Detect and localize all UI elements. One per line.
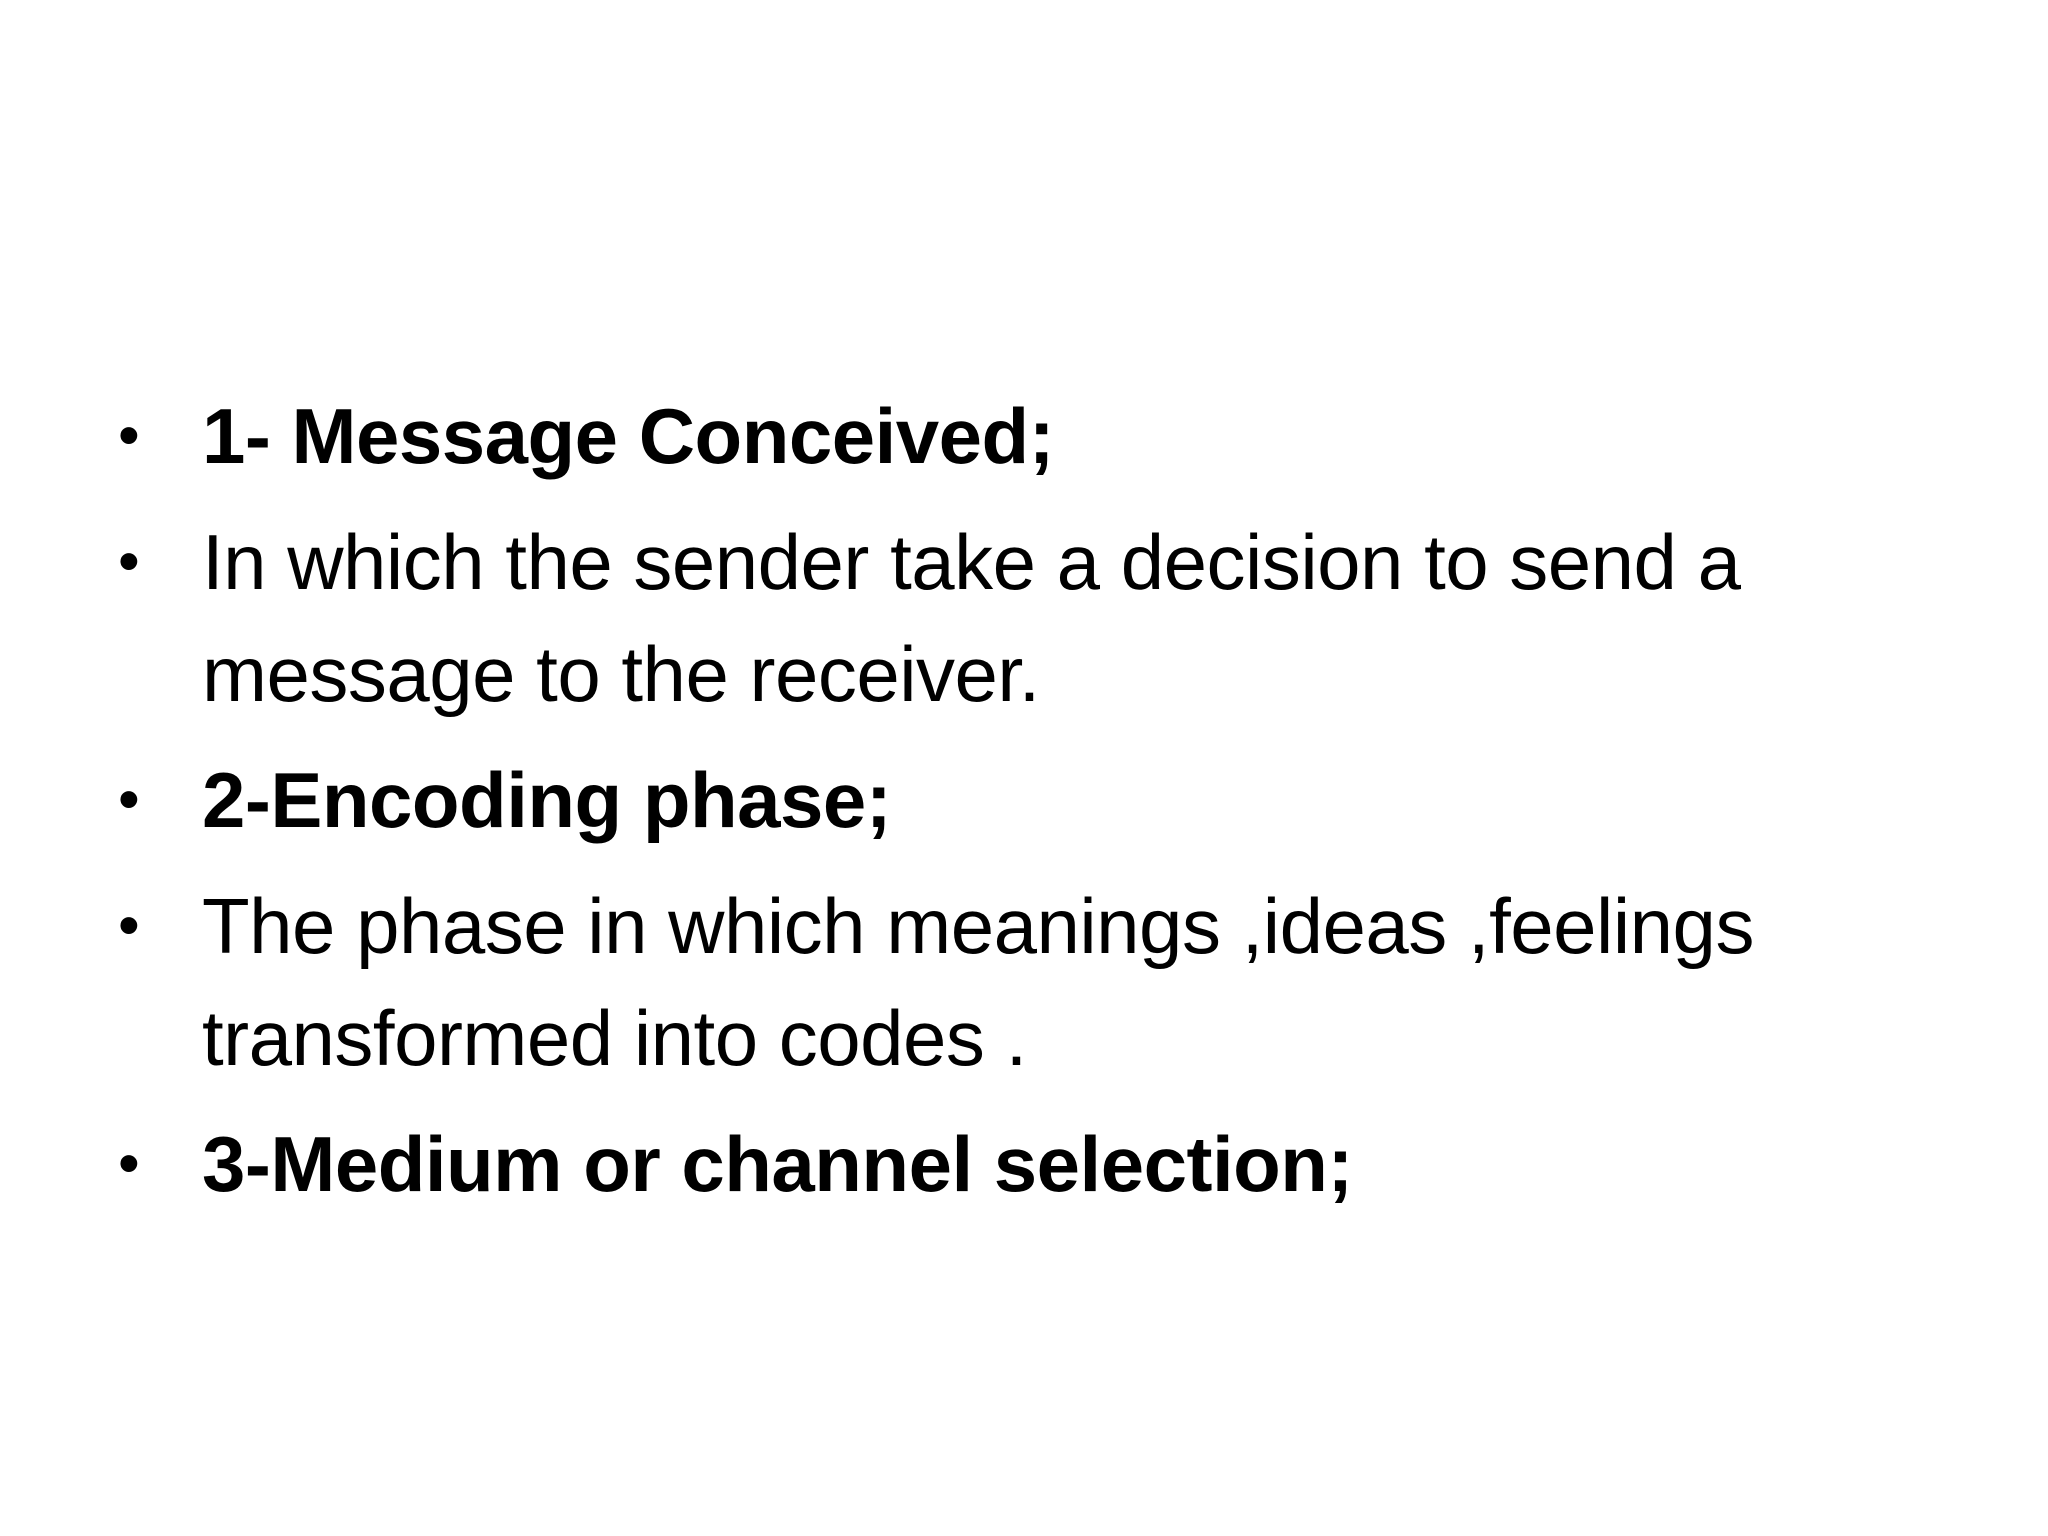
bullet-icon: • [118, 765, 140, 834]
heading-message-conceived: 1- Message Conceived; [202, 392, 1055, 480]
bullet-icon: • [118, 401, 140, 470]
description-message-conceived: In which the sender take a decision to s… [202, 518, 1741, 718]
bullet-icon: • [118, 1129, 140, 1198]
bullet-list: • 1- Message Conceived; • In which the s… [118, 380, 1908, 1234]
heading-encoding-phase: 2-Encoding phase; [202, 756, 892, 844]
list-item-heading-2: • 2-Encoding phase; [118, 744, 1908, 856]
bullet-icon: • [118, 891, 140, 960]
heading-medium-channel-selection: 3-Medium or channel selection; [202, 1120, 1353, 1208]
list-item-heading-1: • 1- Message Conceived; [118, 380, 1908, 492]
list-item-description-1: • In which the sender take a decision to… [118, 506, 1908, 730]
description-encoding-phase: The phase in which meanings ,ideas ,feel… [202, 882, 1754, 1082]
list-item-heading-3: • 3-Medium or channel selection; [118, 1108, 1908, 1220]
bullet-icon: • [118, 527, 140, 596]
list-item-description-2: • The phase in which meanings ,ideas ,fe… [118, 870, 1908, 1094]
